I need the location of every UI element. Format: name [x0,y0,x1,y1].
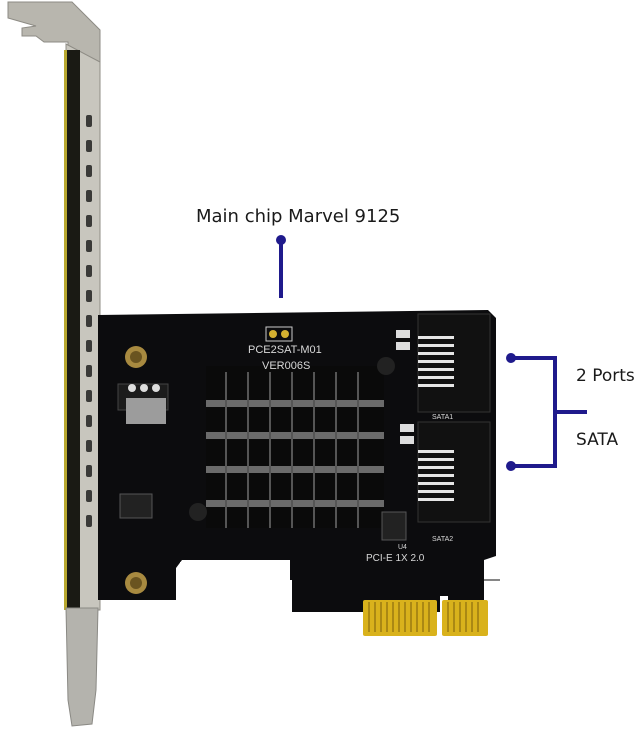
pcb-u4-silkscreen: U4 [398,544,407,551]
bracket-top-tab [7,1,101,63]
heatsink [206,366,384,528]
pcb-model-silkscreen: PCE2SAT-M01 [248,344,322,356]
screw-bottom [125,572,147,594]
pcb-sata1-silkscreen: SATA1 [432,414,454,421]
pcb-version-silkscreen: VER006S [262,360,311,372]
gold-fingers [363,600,488,636]
ports-count-label: 2 Ports [576,366,635,386]
sata-label: SATA [576,430,619,450]
bracket-foot [65,607,99,727]
pcb-interface-silkscreen: PCI-E 1X 2.0 [366,553,425,564]
main-chip-label: Main chip Marvel 9125 [196,206,401,227]
screw-top [125,346,147,368]
sata-port-2 [417,421,491,523]
pcb-sata2-silkscreen: SATA2 [432,536,454,543]
sata-port-1 [417,313,491,413]
